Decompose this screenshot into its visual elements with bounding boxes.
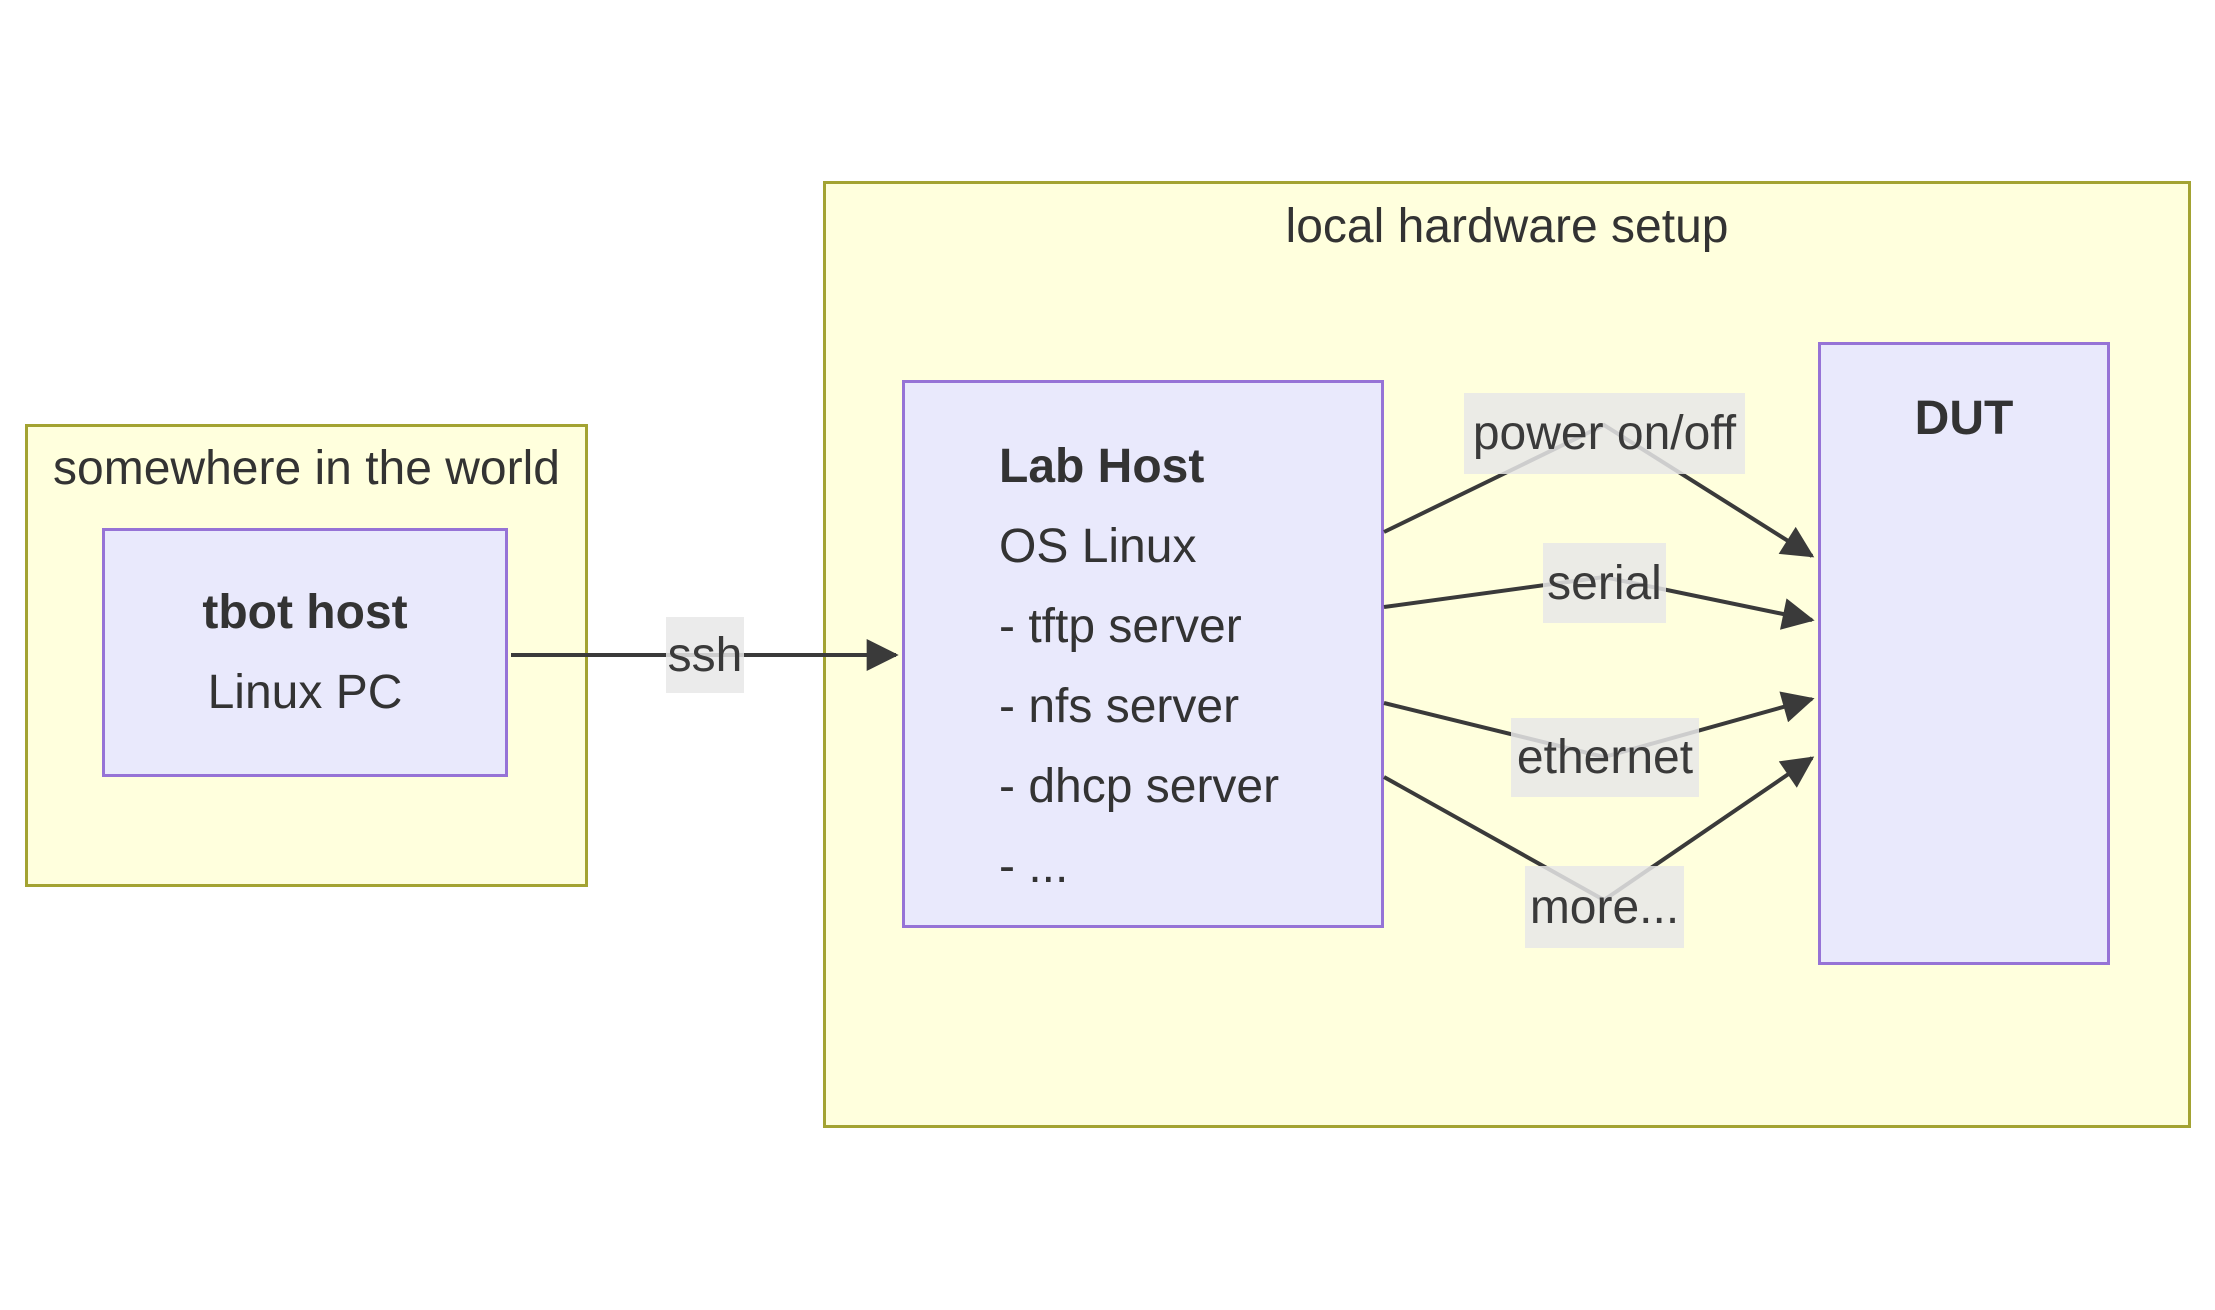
lab-host-line: - ... (999, 840, 1069, 893)
edge-label-ethernet: ethernet (1511, 718, 1699, 797)
group-somewhere-label: somewhere in the world (53, 442, 560, 495)
lab-host-line: - nfs server (999, 680, 1240, 733)
lab-host-line: - tftp server (999, 600, 1242, 653)
edge-label-more: more... (1525, 866, 1684, 948)
node-lab-host: Lab Host OS Linux - tftp server - nfs se… (902, 380, 1384, 928)
edge-label-ssh: ssh (666, 617, 744, 693)
node-dut: DUT (1818, 342, 2110, 965)
group-local-label: local hardware setup (1285, 200, 1729, 253)
edge-label-power-on-off: power on/off (1464, 393, 1745, 474)
lab-host-line: OS Linux (999, 520, 1197, 573)
lab-host-line: - dhcp server (999, 760, 1280, 813)
tbot-host-title: tbot host (202, 585, 408, 639)
dut-title: DUT (1914, 392, 2014, 445)
edge-label-serial: serial (1543, 543, 1666, 623)
lab-host-title: Lab Host (999, 440, 1205, 493)
node-tbot-host: tbot host Linux PC (102, 528, 508, 777)
tbot-host-subtitle: Linux PC (207, 665, 403, 719)
